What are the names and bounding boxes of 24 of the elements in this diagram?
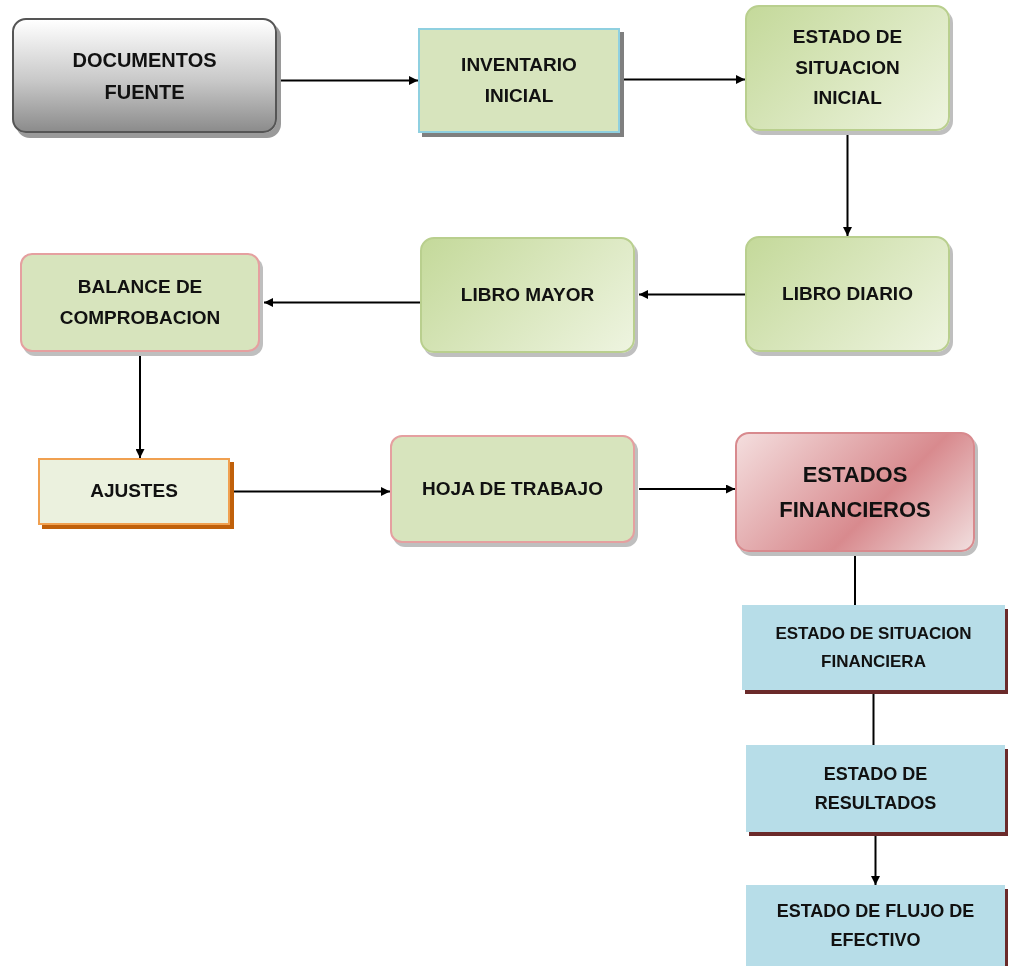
arrow bbox=[623, 75, 746, 84]
arrow bbox=[135, 355, 145, 459]
node-label: AJUSTES bbox=[90, 479, 178, 504]
node-label: DOCUMENTOS FUENTE bbox=[71, 47, 218, 105]
node-label: ESTADO DE RESULTADOS bbox=[813, 762, 938, 815]
node-label: ESTADO DE FLUJO DE EFECTIVO bbox=[775, 899, 976, 952]
node-label: INVENTARIO INICIAL bbox=[460, 53, 578, 108]
node-label: ESTADO DE SITUACION FINANCIERA bbox=[774, 623, 973, 673]
node-label: BALANCE DE COMPROBACION bbox=[58, 275, 222, 330]
arrow bbox=[638, 484, 736, 494]
process-box bbox=[746, 885, 1005, 966]
arrow bbox=[233, 487, 391, 496]
node-label: ESTADO DE SITUACION INICIAL bbox=[791, 25, 904, 111]
node-label: ESTADOS FINANCIEROS bbox=[778, 460, 932, 524]
arrow bbox=[638, 290, 746, 299]
connector-line bbox=[872, 693, 875, 746]
node-label: LIBRO DIARIO bbox=[782, 281, 913, 306]
arrow bbox=[843, 134, 852, 237]
connector-line bbox=[854, 555, 856, 606]
arrow bbox=[871, 835, 880, 886]
arrow bbox=[280, 76, 419, 85]
arrow bbox=[263, 298, 421, 307]
node-label: LIBRO MAYOR bbox=[460, 282, 595, 307]
node-label: HOJA DE TRABAJO bbox=[422, 476, 603, 501]
